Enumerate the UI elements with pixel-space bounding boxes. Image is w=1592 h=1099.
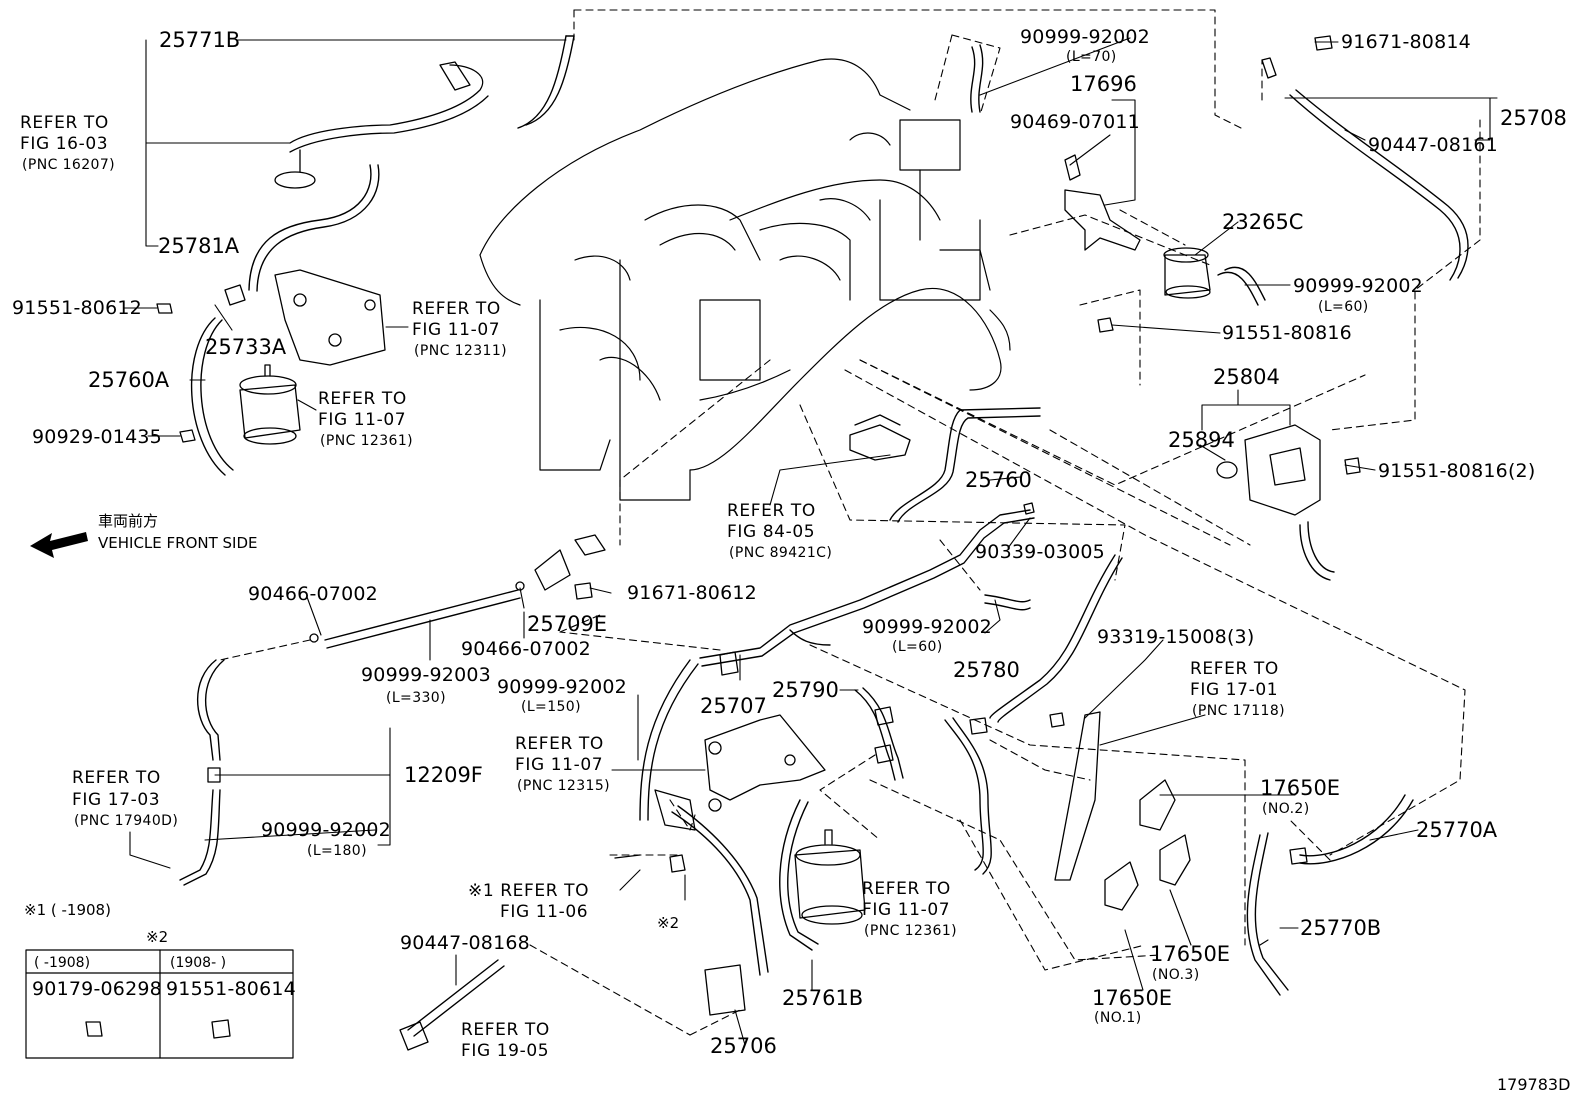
length-l70: (L=70) [1066, 49, 1117, 65]
label-90466-07002-a: 90466-07002 [248, 583, 378, 605]
label-91551-80816-2: 91551-80816(2) [1378, 460, 1536, 482]
label-25780: 25780 [953, 658, 1020, 682]
ref-16-03-line2: FIG 16-03 [20, 134, 109, 154]
ref-11-07-a-line1: REFER TO [412, 299, 501, 319]
vacuum-hoses [179, 35, 1469, 1037]
label-17650e-no3: 17650E [1150, 942, 1231, 966]
table-col1-part: 90179-06298 [32, 978, 162, 1000]
label-90999-92002-l60b: 90999-92002 [862, 616, 992, 638]
label-90929-01435: 90929-01435 [32, 426, 162, 448]
label-90469-07011: 90469-07011 [1010, 111, 1140, 133]
label-25760: 25760 [965, 468, 1032, 492]
label-90466-07002-b: 90466-07002 [461, 638, 591, 660]
label-17650e-no1: 17650E [1092, 986, 1173, 1010]
label-90999-92002-l60a: 90999-92002 [1293, 275, 1423, 297]
dashed-reference-lines [219, 9, 1481, 1036]
ref-11-06-line1: ※1 REFER TO [468, 881, 590, 901]
label-25804: 25804 [1213, 365, 1280, 389]
diagram-code: 179783D [1497, 1075, 1571, 1094]
ref-17-03-line2: FIG 17-03 [72, 790, 161, 810]
table-col2-header: (1908- ) [170, 955, 227, 971]
length-l330: (L=330) [386, 690, 446, 706]
ref-11-07-d-line2: FIG 11-07 [862, 900, 951, 920]
footnote-note1: ※1 ( -1908) [24, 901, 111, 919]
ref-11-07-b-line3: (PNC 12361) [320, 433, 414, 449]
label-25781a: 25781A [158, 234, 240, 258]
label-90447-08161: 90447-08161 [1368, 134, 1498, 156]
label-23265c: 23265C [1222, 210, 1304, 234]
label-90999-92002-l180: 90999-92002 [261, 819, 391, 841]
front-direction-arrow [30, 532, 88, 558]
sub-no1: (NO.1) [1094, 1010, 1142, 1026]
footnote-table [25, 949, 294, 1059]
sub-no2: (NO.2) [1262, 801, 1310, 817]
label-91671-80612: 91671-80612 [627, 582, 757, 604]
engine-silhouette [479, 58, 1011, 501]
label-91671-80814: 91671-80814 [1341, 31, 1471, 53]
ref-16-03-line3: (PNC 16207) [22, 157, 116, 173]
ref-84-05-line2: FIG 84-05 [727, 522, 816, 542]
label-90999-92002-l150: 90999-92002 [497, 676, 627, 698]
mark-2: ※2 [657, 914, 680, 932]
direction-jp: 車両前方 [98, 512, 159, 530]
ref-11-07-c-line1: REFER TO [515, 734, 604, 754]
label-90339-03005: 90339-03005 [975, 541, 1105, 563]
leader-lines [123, 37, 1498, 1046]
ref-19-05-line1: REFER TO [461, 1020, 550, 1040]
ref-17-01-line1: REFER TO [1190, 659, 1279, 679]
label-90999-92003: 90999-92003 [361, 664, 491, 686]
ref-17-03-line3: (PNC 17940D) [74, 813, 179, 829]
footnote-mark2: ※2 [146, 928, 169, 946]
label-25771b: 25771B [159, 28, 241, 52]
ref-11-07-b-line2: FIG 11-07 [318, 410, 407, 430]
label-25707: 25707 [700, 694, 767, 718]
ref-11-07-d-line1: REFER TO [862, 879, 951, 899]
label-17696: 17696 [1070, 72, 1137, 96]
length-l180: (L=180) [307, 843, 367, 859]
length-l60a: (L=60) [1318, 299, 1369, 315]
ref-17-01-line2: FIG 17-01 [1190, 680, 1279, 700]
ref-19-05-line2: FIG 19-05 [461, 1041, 550, 1061]
ref-11-07-b-line1: REFER TO [318, 389, 407, 409]
label-25733a: 25733A [205, 335, 287, 359]
label-90447-08168: 90447-08168 [400, 932, 530, 954]
length-l150: (L=150) [521, 699, 581, 715]
label-25708: 25708 [1500, 106, 1567, 130]
ref-11-07-c-line3: (PNC 12315) [517, 778, 611, 794]
label-25770a: 25770A [1416, 818, 1498, 842]
label-91551-80816: 91551-80816 [1222, 322, 1352, 344]
table-col2-part: 91551-80614 [166, 978, 296, 1000]
label-17650e-no2: 17650E [1260, 776, 1341, 800]
vacuum-pipe-25707 [699, 509, 1035, 667]
label-91551-80612: 91551-80612 [12, 297, 142, 319]
ref-17-01-line3: (PNC 17118) [1192, 703, 1286, 719]
ref-11-07-d-line3: (PNC 12361) [864, 923, 958, 939]
label-25761b: 25761B [782, 986, 864, 1010]
ref-84-05-line1: REFER TO [727, 501, 816, 521]
ref-11-07-a-line2: FIG 11-07 [412, 320, 501, 340]
table-col1-header: ( -1908) [34, 955, 91, 971]
label-25894: 25894 [1168, 428, 1235, 452]
ref-16-03-line1: REFER TO [20, 113, 109, 133]
label-25706: 25706 [710, 1034, 777, 1058]
ref-11-07-a-line3: (PNC 12311) [414, 343, 508, 359]
label-25709e: 25709E [527, 612, 608, 636]
label-25790: 25790 [772, 678, 839, 702]
components [85, 35, 1361, 1051]
length-l60b: (L=60) [892, 639, 943, 655]
sub-no3: (NO.3) [1152, 967, 1200, 983]
ref-17-03-line1: REFER TO [72, 768, 161, 788]
label-12209f: 12209F [404, 763, 483, 787]
ref-84-05-line3: (PNC 89421C) [729, 545, 833, 561]
direction-en: VEHICLE FRONT SIDE [98, 534, 258, 552]
label-25760a: 25760A [88, 368, 170, 392]
ref-11-06-line2: FIG 11-06 [500, 902, 589, 922]
label-25770b: 25770B [1300, 916, 1382, 940]
label-90999-92002-l70: 90999-92002 [1020, 26, 1150, 48]
label-93319-15008: 93319-15008(3) [1097, 626, 1255, 648]
ref-11-07-c-line2: FIG 11-07 [515, 755, 604, 775]
